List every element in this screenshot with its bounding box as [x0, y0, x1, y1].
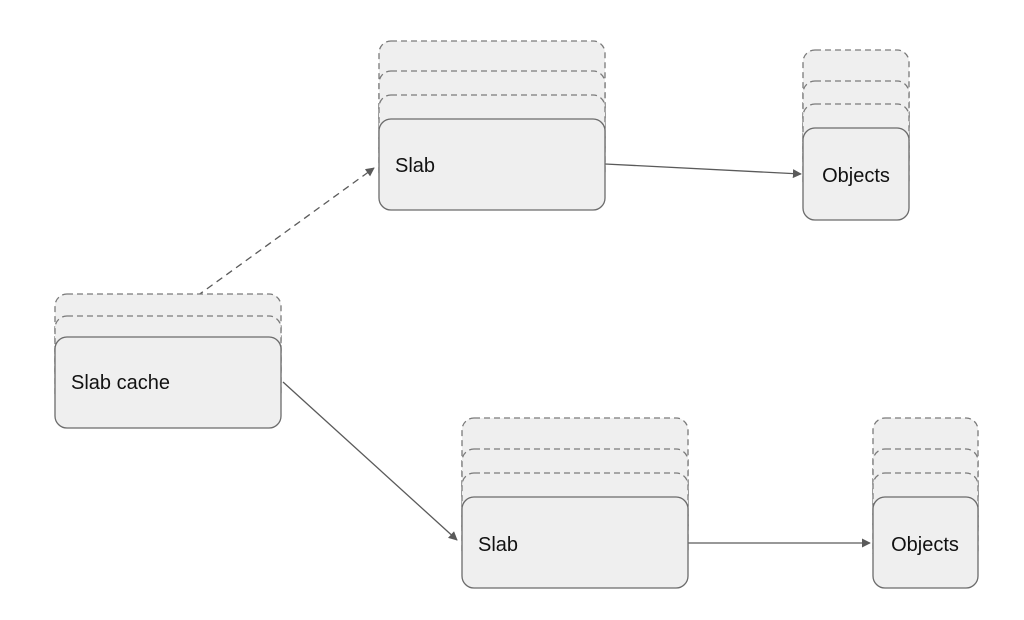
slab-top-label: Slab — [395, 155, 435, 177]
slab-bottom-node[interactable] — [461, 496, 689, 589]
objects-bottom-label: Objects — [891, 534, 959, 556]
slab-bottom-label: Slab — [478, 534, 518, 556]
objects-top-stack: Objects — [802, 49, 910, 221]
slab-cache-stack: Slab cache — [54, 293, 282, 429]
edge-slab-cache-to-slab-top — [167, 167, 375, 318]
slab-bottom-stack: Slab — [461, 417, 689, 589]
edge-slab-top-to-objects-top — [604, 163, 802, 179]
objects-bottom-stack: Objects — [872, 417, 979, 589]
slab-top-stack: Slab — [378, 40, 606, 211]
slab-cache-node[interactable] — [54, 336, 282, 429]
objects-top-label: Objects — [822, 165, 890, 187]
slab-top-node[interactable] — [378, 118, 606, 211]
objects-bottom-node[interactable] — [872, 496, 979, 589]
objects-top-node[interactable] — [802, 127, 910, 221]
slab-cache-label: Slab cache — [71, 372, 170, 394]
edge-slab-cache-to-slab-bottom — [282, 381, 458, 541]
